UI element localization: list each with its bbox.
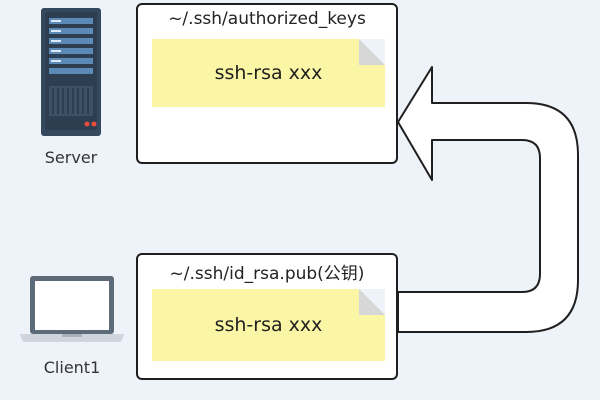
- client-label: Client1: [43, 358, 101, 377]
- server-label: Server: [44, 148, 98, 167]
- client-file-title: ~/.ssh/id_rsa.pub(公钥): [169, 264, 365, 284]
- server-file-box: ~/.ssh/authorized_keys ssh-rsa xxx: [136, 3, 398, 164]
- server-file-note: ssh-rsa xxx: [152, 39, 385, 107]
- transfer-arrow-path: [397, 66, 579, 333]
- laptop-icon: [20, 276, 124, 342]
- client-file-box: ~/.ssh/id_rsa.pub(公钥) ssh-rsa xxx: [136, 253, 398, 380]
- client-file-note: ssh-rsa xxx: [152, 289, 385, 361]
- server-file-title: ~/.ssh/authorized_keys: [168, 9, 366, 29]
- server-key-text: ssh-rsa xxx: [214, 62, 323, 84]
- server-icon: [41, 8, 101, 136]
- client-key-text: ssh-rsa xxx: [214, 314, 323, 336]
